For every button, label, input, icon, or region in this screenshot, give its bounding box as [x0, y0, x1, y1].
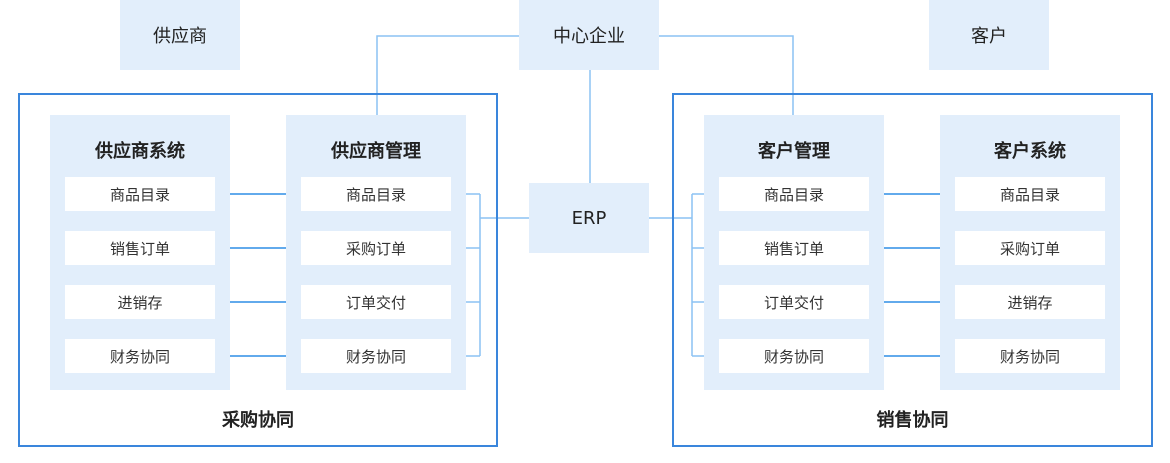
sales-collaboration-caption: 销售协同: [876, 410, 949, 431]
supplier-management-item: 订单交付: [301, 285, 451, 319]
customer-tag: 客户: [929, 0, 1049, 70]
customer-management-item: 销售订单: [719, 231, 869, 265]
customer-management-item: 订单交付: [719, 285, 869, 319]
customer-system-item: 采购订单: [955, 231, 1105, 265]
customer-management-title: 客户管理: [758, 141, 830, 162]
erp-box: ERP: [529, 183, 649, 253]
supplier-management-item: 财务协同: [301, 339, 451, 373]
supplier-system-item: 进销存: [65, 285, 215, 319]
supplier-management-item: 商品目录: [301, 177, 451, 211]
purchase-collaboration-frame: [18, 93, 498, 447]
customer-management-item: 商品目录: [719, 177, 869, 211]
supplier-tag: 供应商: [120, 0, 240, 70]
customer-system-title: 客户系统: [994, 141, 1066, 162]
link-center-to-customer-mgmt: [648, 35, 794, 126]
link-center-to-supplier-mgmt: [376, 35, 532, 126]
purchase-collaboration-caption: 采购协同: [222, 410, 294, 431]
supplier-tag-label: 供应商: [153, 26, 207, 47]
supplier-system-item: 销售订单: [65, 231, 215, 265]
supplier-system-item: 财务协同: [65, 339, 215, 373]
center-enterprise-tag: 中心企业: [519, 0, 659, 70]
center-enterprise-label: 中心企业: [553, 26, 625, 47]
customer-system-item: 财务协同: [955, 339, 1105, 373]
supplier-management-item: 采购订单: [301, 231, 451, 265]
supplier-system-item: 商品目录: [65, 177, 215, 211]
customer-system-item: 进销存: [955, 285, 1105, 319]
customer-management-item: 财务协同: [719, 339, 869, 373]
sales-collaboration-frame: [672, 93, 1153, 447]
supplier-management-title: 供应商管理: [331, 141, 421, 162]
erp-label: ERP: [571, 207, 607, 229]
customer-tag-label: 客户: [971, 26, 1007, 47]
supplier-system-title: 供应商系统: [95, 141, 185, 162]
customer-system-item: 商品目录: [955, 177, 1105, 211]
